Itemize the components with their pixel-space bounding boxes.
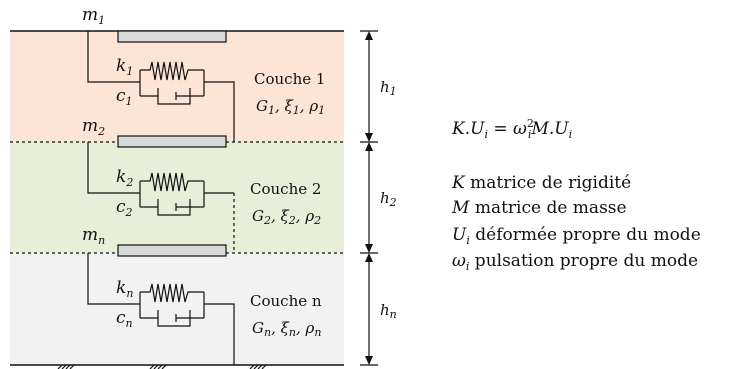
c2-label: c2 [116,197,133,219]
c1-label: c1 [116,86,133,108]
layer-n-params: Gn, ξn, ρn [252,319,321,339]
mass-2-label: m2 [82,116,105,138]
legend-item: M matrice de masse [451,198,627,218]
layer-2-params: G2, ξ2, ρ2 [252,207,321,227]
h1-label: h1 [380,78,397,98]
mass-n-label: mn [82,225,105,247]
layer-n-band [10,253,344,365]
dimension-arrowheads [365,31,373,365]
layer-n-name: Couche n [250,292,322,310]
cn-label: cn [116,308,133,330]
legend-item: ωi pulsation propre du mode [452,251,698,273]
mass-1-label: m1 [82,5,105,27]
legend-item: Ui déformée propre du mode [452,225,701,247]
layer-1-params: G1, ξ1, ρ1 [256,97,325,117]
layer-1-name: Couche 1 [254,70,325,88]
thickness-dimensions [360,30,378,366]
kn-label: kn [116,278,133,300]
k2-label: k2 [116,167,133,189]
kelvin-voigt-n [87,253,235,365]
legend-item: K matrice de rigidité [451,173,631,193]
bedrock-hatch [57,364,267,369]
mass-n-block [117,244,227,257]
kelvin-voigt-1 [87,31,235,142]
k1-label: k1 [116,56,133,78]
mass-1-block [117,30,227,43]
symbol-legend: K matrice de rigidité M matrice de masse… [451,173,701,273]
layer-2-band [10,142,344,253]
h2-label: h2 [380,189,397,209]
kelvin-voigt-2 [87,142,234,216]
layer-1-band [10,31,344,142]
layer-2-name: Couche 2 [250,180,321,198]
mass-2-block [117,135,227,148]
hn-label: hn [380,301,397,321]
